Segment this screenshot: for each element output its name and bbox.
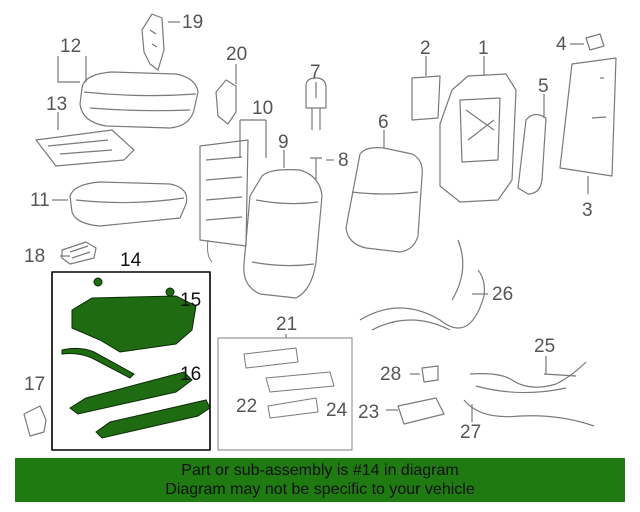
part-26-cable[interactable] (359, 239, 485, 331)
callout-22[interactable]: 22 (236, 396, 257, 417)
callout-23[interactable]: 23 (358, 402, 379, 423)
part-14-rod[interactable] (61, 347, 135, 379)
part-14-box (51, 271, 211, 451)
callout-14[interactable]: 14 (120, 250, 142, 271)
part-27-cable[interactable] (463, 399, 595, 427)
part-20-bracket[interactable] (215, 79, 237, 125)
callout-15[interactable]: 15 (180, 290, 201, 311)
part-6-seatback-cover[interactable] (345, 147, 423, 253)
callout-1[interactable]: 1 (478, 38, 489, 59)
callouts: 19 12 13 20 11 18 10 9 7 8 6 2 1 5 4 3 2… (24, 12, 593, 443)
part-13-seat-heater[interactable] (35, 129, 135, 167)
part-23-module[interactable] (397, 397, 445, 425)
callout-10[interactable]: 10 (252, 98, 273, 119)
callout-4[interactable]: 4 (556, 34, 567, 55)
callout-21[interactable]: 21 (276, 314, 297, 335)
notice-line-2: Diagram may not be specific to your vehi… (165, 481, 475, 498)
part-28-connector[interactable] (421, 365, 439, 383)
part-5-armrest[interactable] (517, 113, 547, 195)
callout-17[interactable]: 17 (24, 374, 45, 395)
part-17-cover[interactable] (23, 405, 47, 437)
part-7-headrest[interactable] (305, 77, 327, 130)
callout-7[interactable]: 7 (310, 62, 321, 83)
callout-3[interactable]: 3 (582, 200, 593, 221)
callout-27[interactable]: 27 (460, 422, 481, 443)
callout-16[interactable]: 16 (180, 364, 201, 385)
parts-diagram: 19 12 13 20 11 18 10 9 7 8 6 2 1 5 4 3 2… (23, 12, 617, 451)
callout-20[interactable]: 20 (226, 44, 247, 65)
part-18-switch[interactable] (61, 241, 97, 265)
callout-2[interactable]: 2 (420, 38, 431, 59)
notice-line-1: Part or sub-assembly is #14 in diagram (181, 462, 459, 479)
callout-8[interactable]: 8 (338, 150, 349, 171)
callout-5[interactable]: 5 (538, 76, 549, 97)
part-14-seat-frame[interactable] (71, 295, 197, 353)
notice-banner: Part or sub-assembly is #14 in diagram D… (15, 458, 625, 502)
callout-18[interactable]: 18 (24, 246, 45, 267)
part-21-group-box (217, 337, 353, 451)
callout-28[interactable]: 28 (380, 364, 401, 385)
callout-6[interactable]: 6 (378, 112, 389, 133)
callout-9[interactable]: 9 (278, 132, 289, 153)
part-19-bracket[interactable] (141, 13, 165, 71)
callout-25[interactable]: 25 (534, 336, 555, 357)
part-1-frame[interactable] (439, 73, 517, 203)
part-4-clip[interactable] (585, 33, 605, 51)
part-3-back-board[interactable] (559, 57, 617, 177)
part-8-guide[interactable] (310, 157, 322, 180)
callout-24[interactable]: 24 (326, 400, 348, 421)
part-12-cushion-cover[interactable] (79, 71, 199, 129)
part-9-back-pad[interactable] (243, 169, 323, 299)
part-14-track-upper[interactable] (69, 371, 193, 415)
callout-12[interactable]: 12 (60, 36, 81, 57)
part-14-track-lower[interactable] (95, 399, 211, 439)
callout-26[interactable]: 26 (492, 284, 513, 305)
callout-13[interactable]: 13 (46, 94, 67, 115)
part-14-nut-left (93, 277, 103, 287)
callout-11[interactable]: 11 (30, 190, 50, 211)
part-2-panel[interactable] (411, 75, 441, 121)
part-10-back-heater[interactable] (199, 139, 249, 247)
part-11-cushion-pad[interactable] (69, 181, 188, 227)
part-14-nut-right (165, 287, 175, 297)
callout-19[interactable]: 19 (182, 12, 203, 33)
part-25-cable[interactable] (469, 361, 587, 394)
